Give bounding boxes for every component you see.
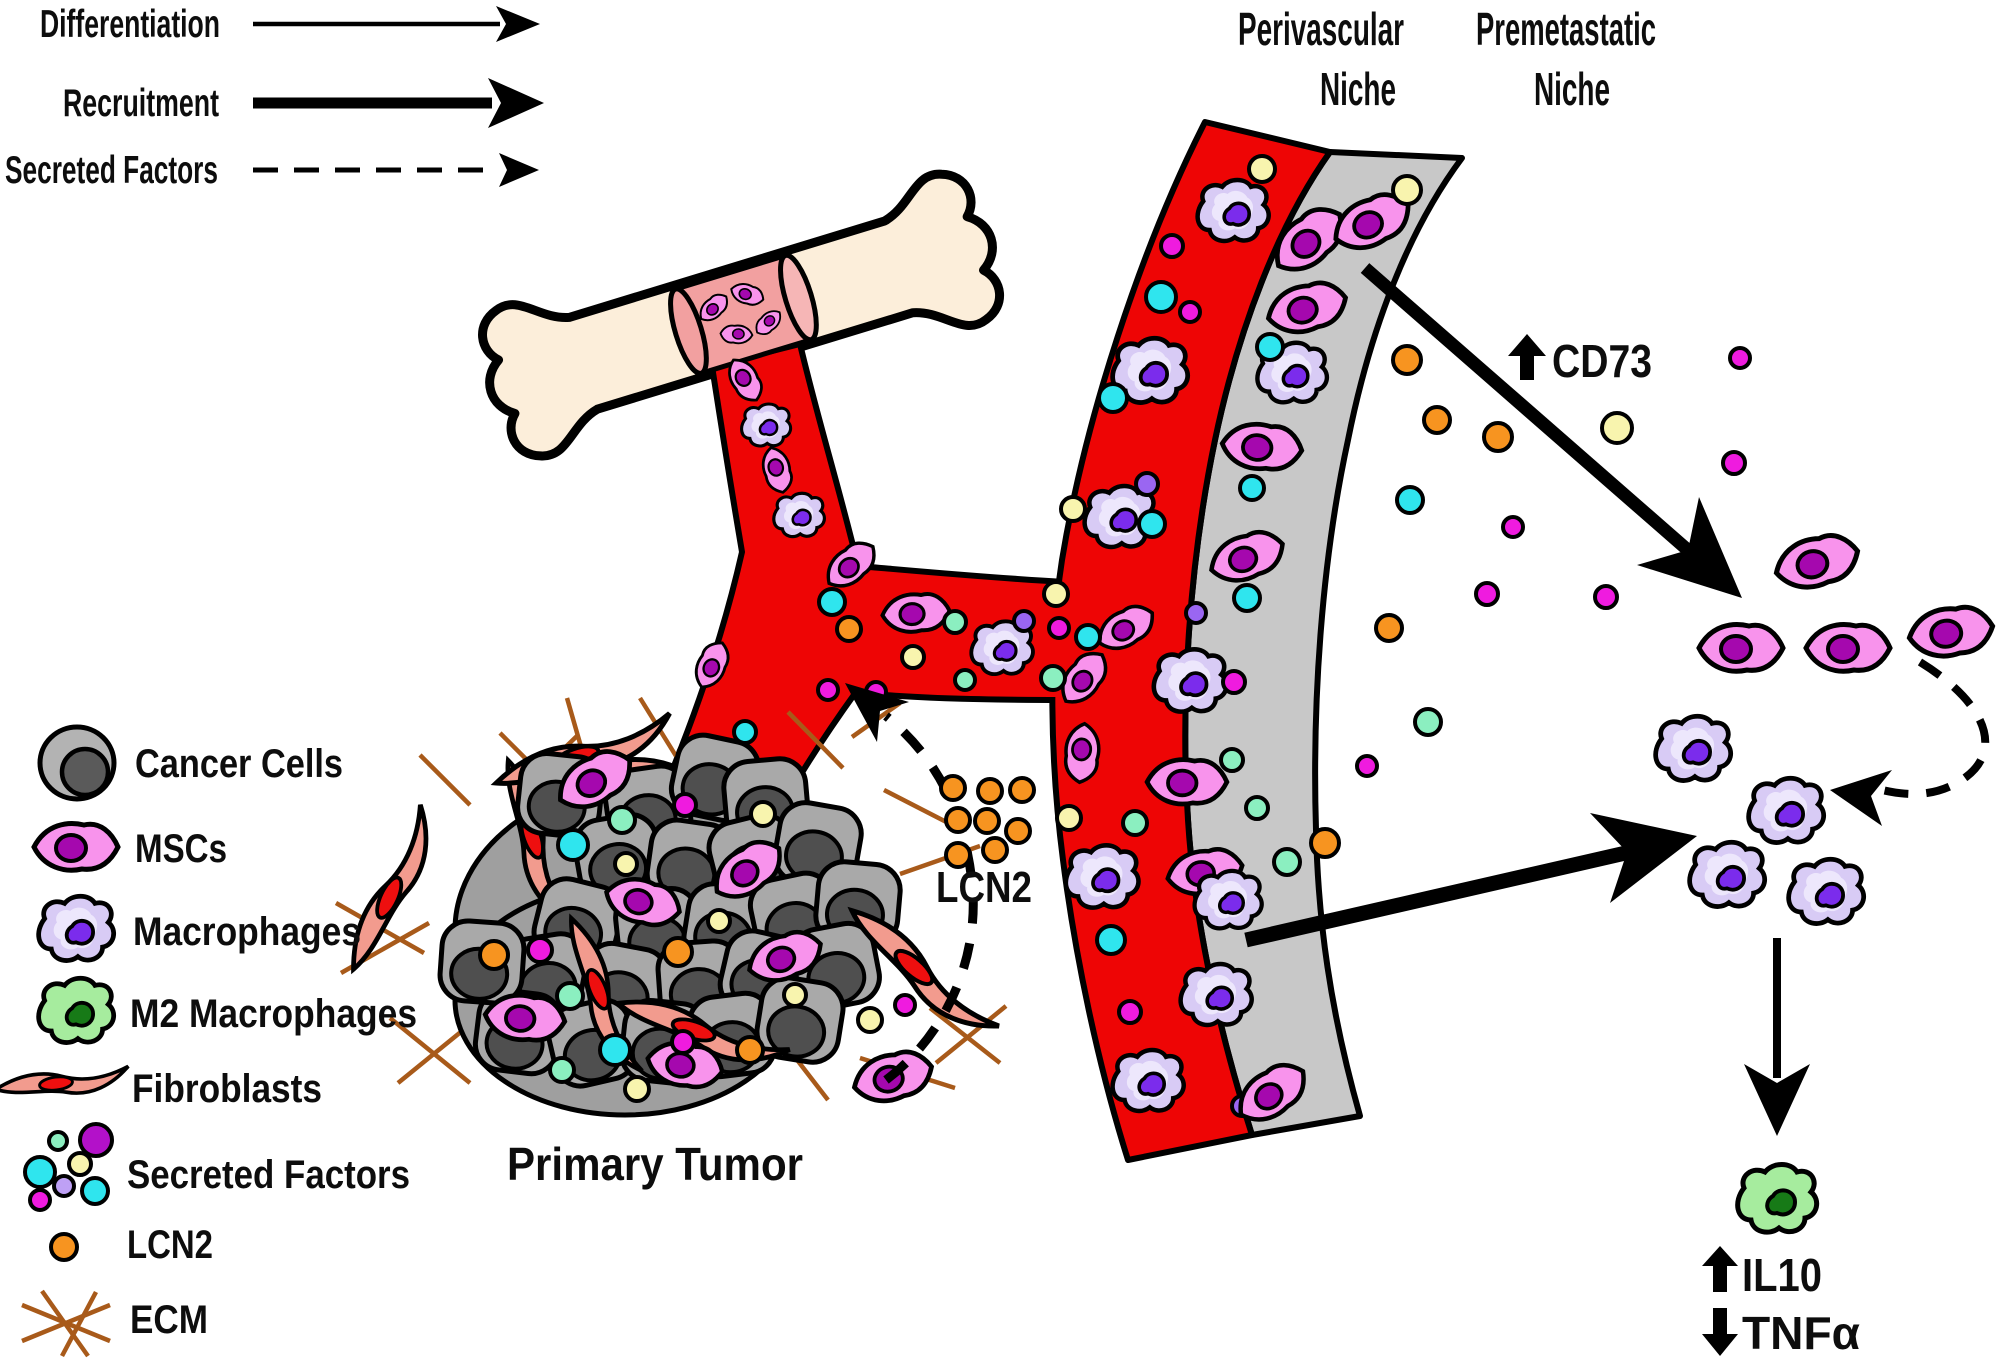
perivascular-niche-title: Perivascular [1238,3,1404,55]
ecm-icon [21,1289,111,1358]
region-titles: Perivascular Niche Premetastatic Niche [1238,3,1656,115]
premetastatic-msc-cluster [1699,528,1996,671]
macrophage-recruitment-arrow [1244,813,1697,948]
il10-annotation: IL10 [1702,1246,1822,1301]
recruitment-arrow-icon [253,78,544,128]
macrophage-icon [39,896,114,960]
il10-label: IL10 [1742,1249,1822,1301]
legend-label-fibroblasts: Fibroblasts [132,1067,322,1111]
fibroblast-icon [0,1064,131,1095]
premetastatic-niche-title-line2: Niche [1534,63,1610,115]
legend-label-mscs: MSCs [135,827,227,871]
lcn2-dots [939,774,1036,869]
key-label-recruitment: Recruitment [63,82,219,125]
msc-cell [1147,760,1227,804]
macrophage-m2-arrow [1744,938,1810,1136]
perivascular-niche-title-line2: Niche [1320,63,1396,115]
cd73-label: CD73 [1552,335,1652,387]
macrophage-cell [1066,845,1139,907]
m2-macrophage-cell [1738,1165,1817,1233]
perivascular-niche-cells [1147,174,1423,1132]
msc-differentiation-arrow [1360,263,1742,598]
legend: Cancer Cells MSCs Macrophages M2 Macroph… [0,724,417,1358]
tumor-secreted-factors [478,792,917,1103]
legend-label-macrophages: Macrophages [133,910,361,954]
macrophage-cell [1198,180,1269,241]
secreted-factors-icon [23,1122,114,1212]
macrophage-cell [1113,1050,1184,1111]
lcn2-arrowhead [845,683,909,742]
m2-macrophage-icon [39,978,114,1042]
lcn2-secretion-arrow [883,712,978,1084]
cancer-cell-icon [37,724,117,802]
primary-tumor [328,696,1008,1118]
key-label-secreted-factors: Secreted Factors [5,149,218,192]
premetastatic-niche: IL10 TNFα [1656,528,1996,1359]
premetastatic-niche-title: Premetastatic [1476,3,1656,55]
legend-label-m2-macrophages: M2 Macrophages [130,992,417,1036]
key-label-differentiation: Differentiation [40,3,220,46]
msc-icon [34,824,118,871]
macrophage-cell [772,491,826,539]
legend-label-secreted-factors: Secreted Factors [127,1153,410,1197]
secreted-factor-dots [1272,344,1752,877]
premetastatic-macrophage-cluster [1656,716,1864,923]
macrophage-cell [740,402,793,448]
tnfa-label: TNFα [1742,1307,1860,1359]
tnfa-annotation: TNFα [1702,1307,1860,1359]
lcn2-icon [49,1232,79,1262]
cd73-annotation: CD73 [1508,334,1652,387]
legend-label-cancer-cells: Cancer Cells [135,742,343,786]
legend-label-lcn2: LCN2 [127,1223,213,1267]
legend-label-ecm: ECM [130,1298,208,1342]
dashed-arrowhead [1830,770,1892,826]
secreted-factors-arrow-icon [253,153,539,187]
macrophage-cell [1154,649,1227,711]
arrow-style-key: Differentiation Recruitment Secreted Fac… [5,3,544,192]
macrophage-cell [1195,871,1262,929]
lcn2-label: LCN2 [936,863,1032,912]
lcn2-secretion: LCN2 [845,683,1036,1084]
differentiation-arrow-icon [253,6,540,42]
bone-marrow-window [668,252,819,377]
macrophage-cell [1181,964,1252,1025]
msc-to-macrophage-dashed-arrow [1881,658,1990,798]
primary-tumor-label: Primary Tumor [507,1138,803,1190]
